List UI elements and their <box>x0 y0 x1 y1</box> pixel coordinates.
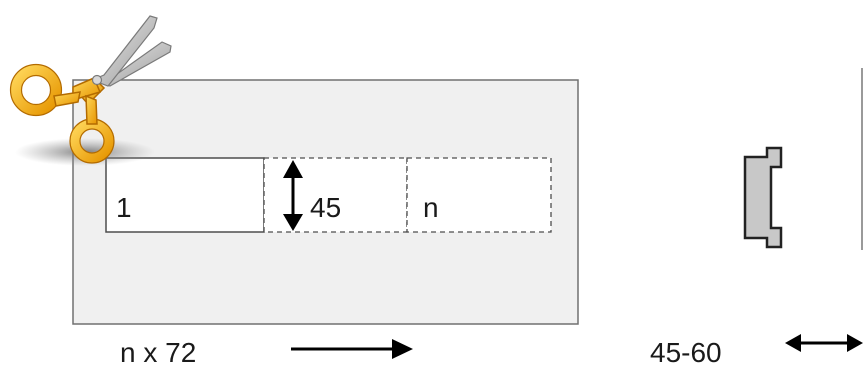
height-double-arrow-icon <box>283 160 303 231</box>
panel-length-label: n x 72 <box>120 337 196 367</box>
din-rail-profile-icon <box>743 146 783 249</box>
segment-last <box>406 157 552 233</box>
segment-first-label: 1 <box>116 192 132 223</box>
segment-first <box>105 157 265 233</box>
scissors-icon <box>9 15 172 166</box>
profile-width-double-arrow-icon <box>785 334 863 352</box>
segment-height-label: 45 <box>310 192 341 223</box>
segment-last-label: n <box>423 192 439 223</box>
profile-width-label: 45-60 <box>650 337 722 367</box>
length-right-arrow-icon <box>291 339 413 359</box>
